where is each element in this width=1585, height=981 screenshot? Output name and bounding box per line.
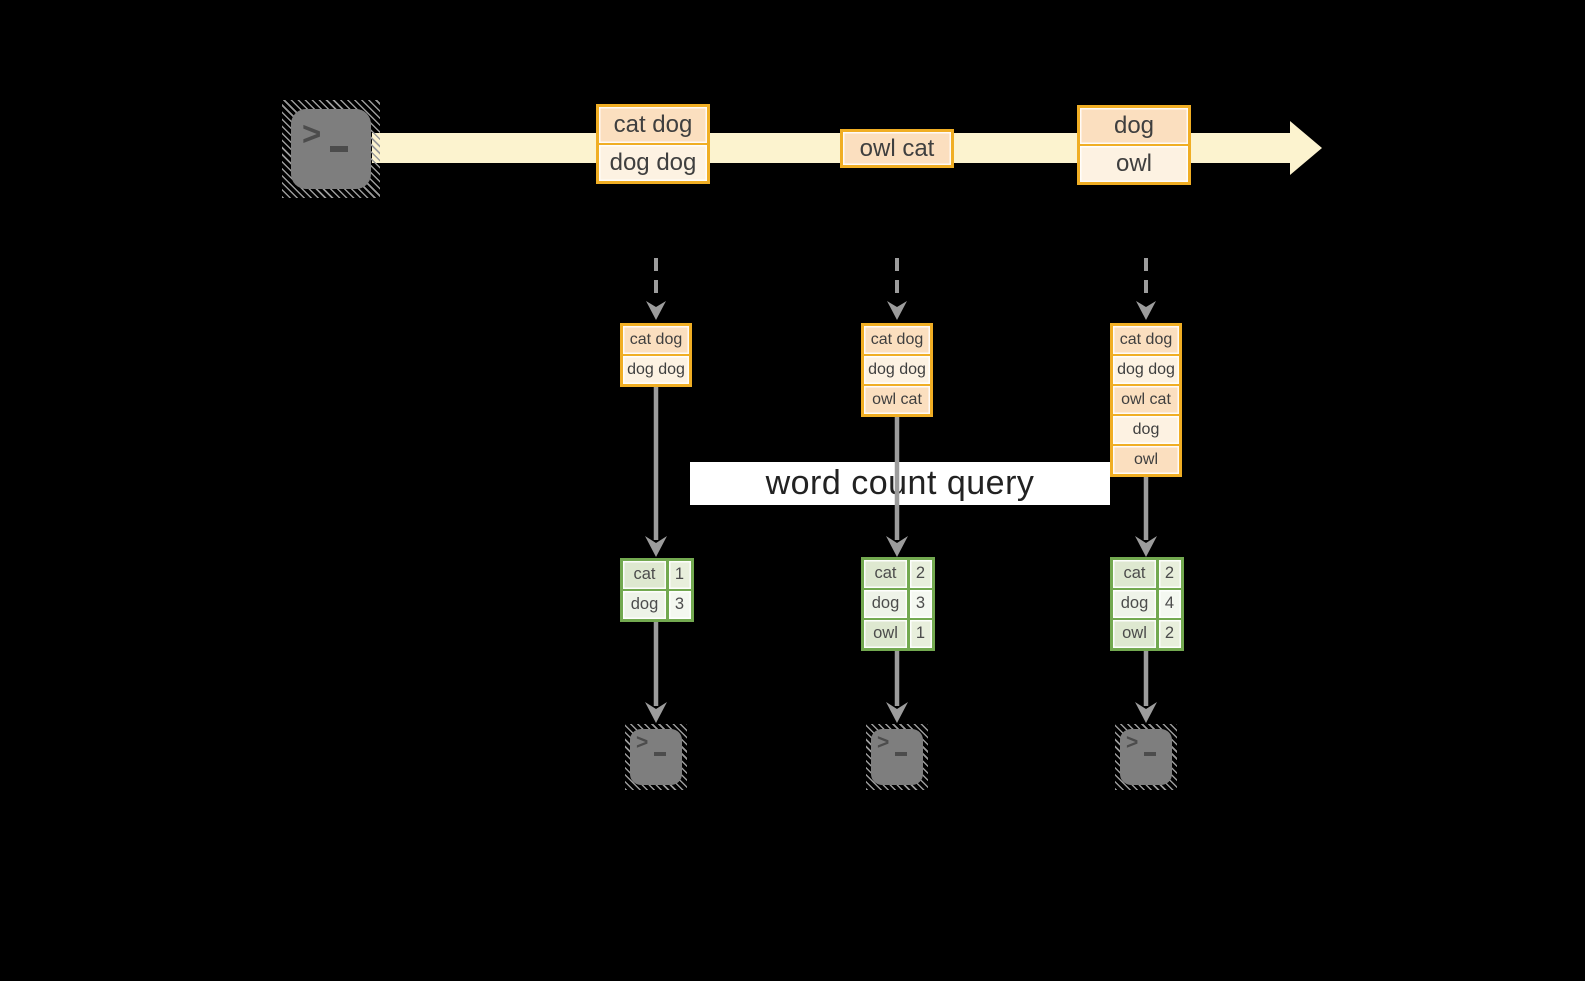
- record-line: owl cat: [843, 132, 951, 165]
- count-table-col1: cat 1 dog 3: [620, 558, 694, 622]
- record-line: owl: [1080, 146, 1188, 182]
- batch-line: owl: [1113, 446, 1179, 474]
- count-word: dog: [1113, 590, 1156, 618]
- terminal-prompt-icon: >: [877, 731, 890, 754]
- dashed-arrowhead-col3-icon: [1136, 301, 1156, 320]
- stream-record-batch1: cat dog dog dog: [596, 104, 710, 184]
- terminal-screen: >: [1120, 729, 1172, 785]
- terminal-screen: >: [630, 729, 682, 785]
- count-word: dog: [623, 591, 666, 619]
- query-arrowhead-col1-icon: [645, 536, 667, 557]
- terminal-cursor-icon: [895, 752, 907, 756]
- stream-record-batch2: owl cat: [840, 129, 954, 168]
- query-arrowhead-col2-icon: [886, 536, 908, 557]
- count-word: cat: [1113, 560, 1156, 588]
- record-line: dog dog: [599, 145, 707, 181]
- batch-line: owl cat: [864, 386, 930, 414]
- terminal-screen: >: [871, 729, 923, 785]
- terminal-cursor-icon: [654, 752, 666, 756]
- batch-line: cat dog: [1113, 326, 1179, 354]
- count-value: 3: [909, 590, 932, 618]
- count-value: 4: [1158, 590, 1181, 618]
- micro-batch-col2: cat dog dog dog owl cat: [861, 323, 933, 417]
- record-line: cat dog: [599, 107, 707, 143]
- terminal-prompt-icon: >: [1126, 731, 1139, 754]
- count-word: cat: [623, 561, 666, 589]
- count-value: 2: [1158, 560, 1181, 588]
- batch-line: dog: [1113, 416, 1179, 444]
- terminal-cursor-icon: [330, 146, 348, 152]
- source-terminal-icon: >: [282, 100, 380, 198]
- micro-batch-col1: cat dog dog dog: [620, 323, 692, 387]
- batch-line: owl cat: [1113, 386, 1179, 414]
- query-arrowhead-col3-icon: [1135, 536, 1157, 557]
- count-word: owl: [1113, 620, 1156, 648]
- count-value: 1: [909, 620, 932, 648]
- count-value: 1: [668, 561, 691, 589]
- record-line: dog: [1080, 108, 1188, 144]
- terminal-cursor-icon: [1144, 752, 1156, 756]
- count-word: dog: [864, 590, 907, 618]
- query-label-band: word count query: [690, 462, 1110, 505]
- batch-line: dog dog: [623, 356, 689, 384]
- output-arrowhead-col3-icon: [1135, 702, 1157, 723]
- count-table-col2: cat 2 dog 3 owl 1: [861, 557, 935, 651]
- count-table-col3: cat 2 dog 4 owl 2: [1110, 557, 1184, 651]
- batch-line: cat dog: [623, 326, 689, 354]
- count-value: 2: [1158, 620, 1181, 648]
- sink-terminal-icon-3: >: [1115, 724, 1177, 790]
- output-arrowhead-col2-icon: [886, 702, 908, 723]
- dashed-arrowhead-col1-icon: [646, 301, 666, 320]
- micro-batch-col3: cat dog dog dog owl cat dog owl: [1110, 323, 1182, 477]
- batch-line: dog dog: [864, 356, 930, 384]
- sink-terminal-icon-1: >: [625, 724, 687, 790]
- count-word: owl: [864, 620, 907, 648]
- query-label: word count query: [765, 464, 1035, 502]
- terminal-prompt-icon: >: [302, 115, 322, 152]
- terminal-prompt-icon: >: [636, 731, 649, 754]
- count-value: 2: [909, 560, 932, 588]
- batch-line: cat dog: [864, 326, 930, 354]
- sink-terminal-icon-2: >: [866, 724, 928, 790]
- terminal-screen: >: [291, 109, 371, 189]
- batch-line: dog dog: [1113, 356, 1179, 384]
- count-word: cat: [864, 560, 907, 588]
- stream-record-batch3: dog owl: [1077, 105, 1191, 185]
- stream-arrowhead-icon: [1290, 121, 1322, 175]
- dashed-arrowhead-col2-icon: [887, 301, 907, 320]
- count-value: 3: [668, 591, 691, 619]
- output-arrowhead-col1-icon: [645, 702, 667, 723]
